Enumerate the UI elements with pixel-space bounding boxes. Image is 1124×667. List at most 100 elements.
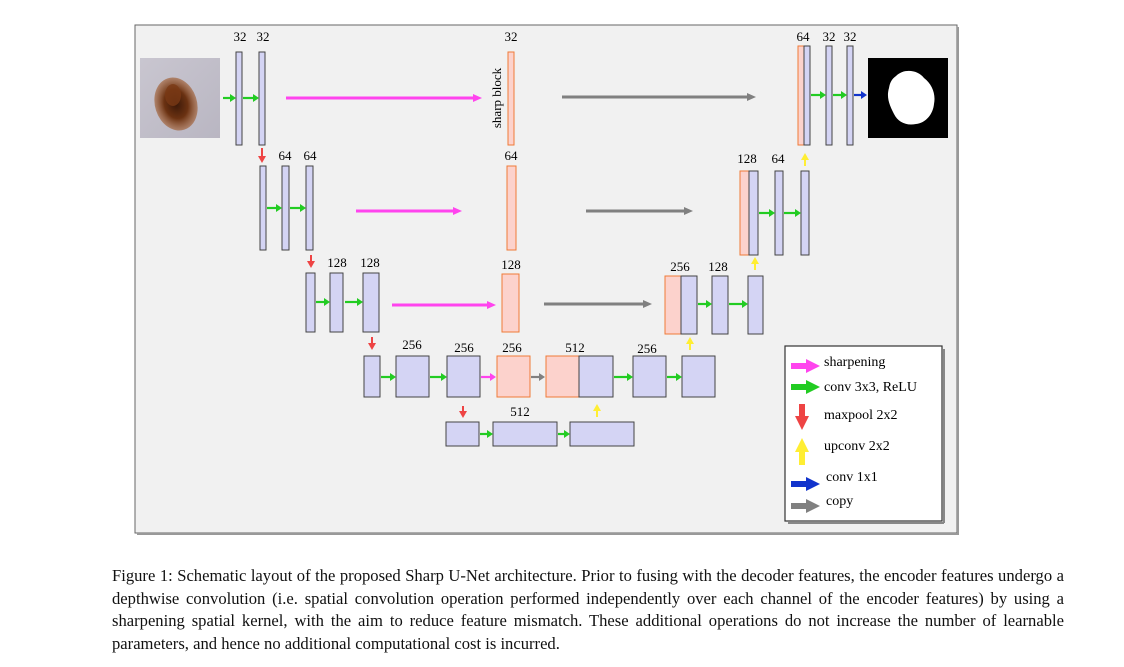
sharpening-arrow [356,207,462,215]
feature-map-l5-enc [445,421,480,447]
feature-map-l2-dec-copy [748,170,759,256]
label-l3-enc1: 128 [327,255,347,270]
feature-map-l1-enc2 [258,51,266,146]
label-l3-sharp: 128 [501,257,521,272]
legend-conv-label: conv 3x3, ReLU [824,380,917,395]
sharp-block-l1 [507,51,515,146]
feature-map-l4-dec-copy [578,355,614,398]
sharp-unet-diagram: 32 32 32 sharp block 64 32 32 64 64 64 1… [134,24,959,535]
label-l2-enc1: 64 [279,148,293,163]
legend: sharpening conv 3x3, ReLU maxpool 2x2 up… [784,345,945,524]
label-l4-2: 256 [454,340,474,355]
conv-arrow [759,209,775,217]
sharp-block-label: sharp block [489,67,504,128]
output-mask [868,58,948,138]
upconv-arrow [801,153,809,166]
label-l2-sharp: 64 [505,148,519,163]
legend-conv1x1-label: conv 1x1 [826,470,878,485]
feature-map-l1-enc1 [235,51,243,146]
legend-sharpening-icon [791,359,820,373]
feature-map-l1-dec2 [825,45,833,146]
conv-arrow [811,91,826,99]
maxpool-arrow [307,255,315,268]
sharp-block-l2 [506,165,517,251]
sharpening-arrow [286,94,482,102]
sharp-block-l3 [501,273,520,333]
conv-arrow [316,298,330,306]
label-l1-dec1: 64 [797,29,811,44]
feature-map-l2-enc2 [305,165,314,251]
label-l2-enc2: 64 [304,148,318,163]
upconv-arrow [686,337,694,350]
input-image [140,58,220,138]
copy-arrow [544,300,652,308]
conv-arrow [833,91,847,99]
feature-map-l4-dec-up [545,355,580,398]
label-l1-dec2: 32 [823,29,836,44]
feature-map-l1-dec-copy [803,45,811,146]
conv-arrow [345,298,363,306]
label-l3-dec1: 256 [670,259,690,274]
feature-map-l4-dec3 [681,355,716,398]
feature-map-l2-dec3 [800,170,810,256]
feature-map-l2-enc1 [281,165,290,251]
conv-arrow [614,373,633,381]
maxpool-arrow [258,148,266,163]
feature-map-l2-enc0 [259,165,267,251]
conv-arrow [381,373,396,381]
conv-arrow [480,430,493,438]
label-l4-5: 256 [637,341,657,356]
conv1x1-arrow [854,91,867,99]
legend-conv-icon [791,380,820,394]
label-l4-1: 256 [402,337,422,352]
upconv-arrows [593,153,809,417]
feature-map-l3-enc1 [329,272,344,333]
legend-upconv-icon [795,438,809,465]
maxpool-arrow [459,406,467,418]
legend-upconv-label: upconv 2x2 [824,439,890,454]
sharpening-arrow [392,301,496,309]
feature-map-l2-dec-up [739,170,750,256]
maxpool-arrow [368,337,376,350]
label-l5: 512 [510,404,530,419]
legend-maxpool-icon [795,404,809,430]
conv-arrow [223,94,236,102]
conv-arrow [558,430,570,438]
label-l2-dec1: 128 [737,151,757,166]
conv-arrow [290,204,306,212]
conv-arrow [430,373,447,381]
label-l2-dec2: 64 [772,151,786,166]
copy-arrow [586,207,693,215]
feature-map-l3-dec-copy [680,275,698,335]
feature-map-l3-dec3 [747,275,764,335]
upconv-arrow [751,257,759,270]
label-l3-dec2: 128 [708,259,728,274]
conv-arrow [667,373,682,381]
legend-conv1x1-icon [791,477,820,491]
maxpool-arrows [258,148,467,418]
label-l4-3: 256 [502,340,522,355]
feature-map-l3-enc0 [305,272,316,333]
conv-arrow [729,300,748,308]
feature-map-l4-dec2 [632,355,667,398]
sharpening-arrows [286,94,496,381]
feature-map-l3-enc2 [362,272,380,333]
label-l1-enc2: 32 [257,29,270,44]
label-l1-sharp: 32 [505,29,518,44]
label-l1-enc1: 32 [234,29,247,44]
legend-maxpool-label: maxpool 2x2 [824,408,898,423]
label-l4-4: 512 [565,340,585,355]
feature-map-l3-dec-up [664,275,682,335]
label-l1-dec3: 32 [844,29,857,44]
feature-map-l1-dec-up [797,45,805,146]
upconv-arrow [593,404,601,417]
legend-sharpening-label: sharpening [824,355,885,370]
feature-map-l1-dec3 [846,45,854,146]
conv-arrow [243,94,259,102]
feature-map-l4-enc1 [395,355,430,398]
copy-arrows [531,93,756,381]
conv-arrow [698,300,712,308]
feature-map-l5-mid [492,421,558,447]
sharpening-arrow [481,373,496,381]
feature-map-l4-enc0 [363,355,381,398]
